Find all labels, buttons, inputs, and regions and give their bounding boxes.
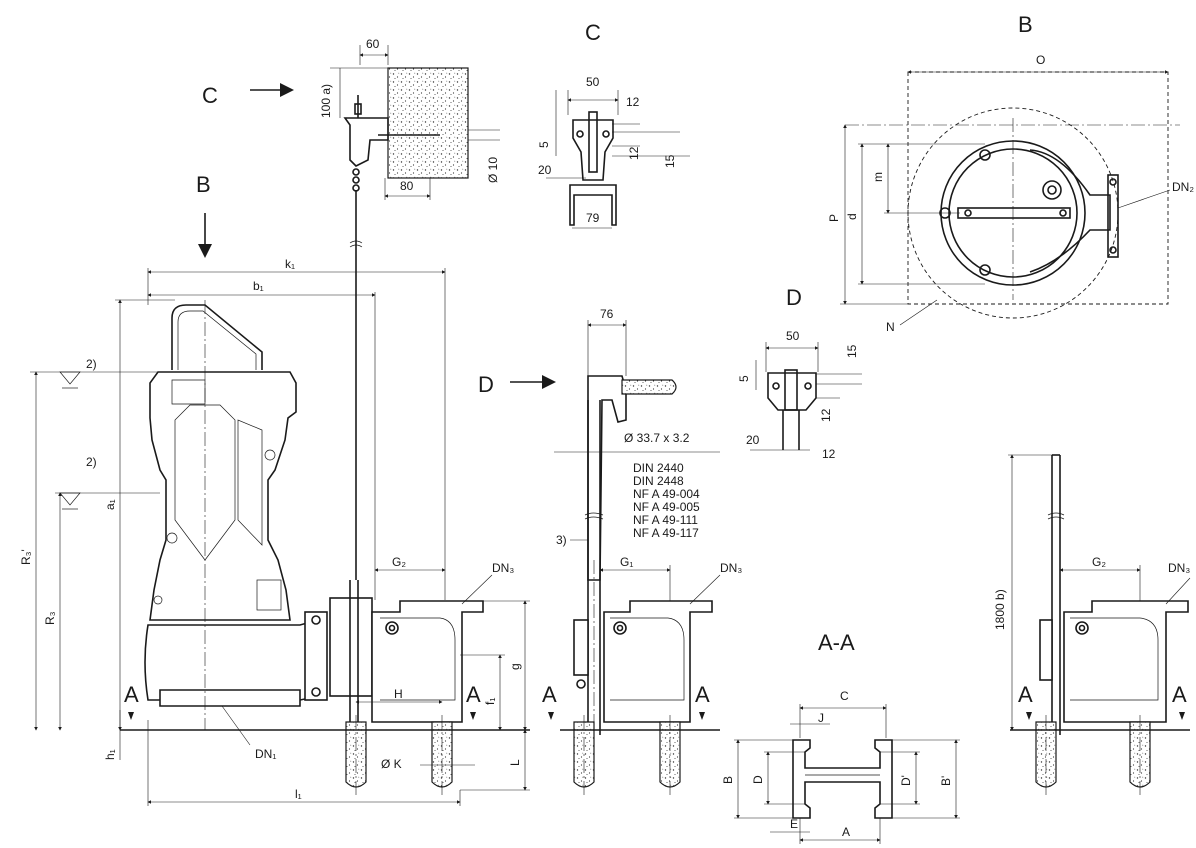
std-5: NF A 49-111 — [633, 513, 698, 527]
view-d-title: D — [786, 285, 802, 310]
dim-aa-Dprime: D' — [899, 775, 913, 786]
dim-pipe-diameter: Ø 33.7 x 3.2 — [624, 431, 690, 445]
dim-aa-B: B — [721, 776, 735, 784]
dim-d-15: 15 — [845, 344, 859, 358]
dim-aa-J: J — [818, 711, 824, 725]
detail-d-clip: D 50 15 5 20 12 12 — [737, 285, 862, 461]
dim-d-5: 5 — [737, 375, 751, 382]
view-c-title: C — [585, 20, 601, 45]
dim-aa-D: D — [751, 775, 765, 784]
dim-f1: f₁ — [483, 698, 497, 705]
dim-L: L — [508, 759, 522, 766]
dim-a1: a₁ — [103, 499, 117, 510]
dim-b-DN2: DN₂ — [1172, 180, 1194, 194]
dim-c-12b: 12 — [627, 146, 641, 160]
dim-h1: h₁ — [103, 749, 117, 760]
dim-d-50: 50 — [786, 329, 800, 343]
view-b-plan: B O P d m DN₂ N — [827, 12, 1194, 334]
dim-aa-Bprime: B' — [939, 776, 953, 786]
std-1: DIN 2440 — [633, 461, 684, 475]
note-2-lower: 2) — [86, 455, 97, 469]
dim-DN3a: DN₃ — [492, 561, 514, 575]
section-a-mid-left: A — [542, 682, 557, 707]
std-6: NF A 49-117 — [633, 526, 699, 540]
detail-c-clip: C 50 12 5 12 15 20 79 — [537, 20, 690, 229]
dim-d-20: 20 — [746, 433, 760, 447]
dim-b-m: m — [871, 172, 885, 182]
section-a-right: A — [466, 682, 481, 707]
note-3: 3) — [556, 533, 567, 547]
view-b-title: B — [1018, 12, 1033, 37]
std-3: NF A 49-004 — [633, 487, 700, 501]
dim-aa-C: C — [840, 689, 849, 703]
section-a-left: A — [124, 682, 139, 707]
dim-DN1: DN₁ — [255, 747, 276, 761]
dim-k1: k₁ — [285, 257, 295, 271]
section-aa: A-A C J B D D' B' E A — [721, 630, 960, 844]
dim-G2: G₂ — [392, 555, 406, 569]
dim-R3: R₃ — [43, 611, 57, 625]
dim-1800b: 1800 b) — [993, 589, 1007, 630]
view-d-arrow-label: D — [478, 372, 494, 397]
dim-dia-10: Ø 10 — [486, 157, 500, 183]
dim-R3p: R₃' — [19, 549, 33, 565]
dim-c-20: 20 — [538, 163, 552, 177]
view-d-elevation: D 76 Ø 33.7 x 3.2 DIN 2440 DIN 2448 — [478, 307, 742, 795]
dim-b1: b₁ — [253, 279, 264, 293]
dim-g: g — [508, 663, 522, 670]
right-elevation: 1800 b) G₂ DN₃ A A — [993, 454, 1190, 795]
pump-elevation: k₁ b₁ a₁ R₃' R₃ h₁ l₁ DN₁ G₂ DN₃ H Ø K f… — [19, 257, 530, 806]
dim-100a: 100 a) — [319, 84, 333, 118]
view-b-arrow-label: B — [196, 172, 211, 197]
dim-80: 80 — [400, 179, 414, 193]
dim-DN3b: DN₃ — [720, 561, 742, 575]
dim-dia-K: Ø K — [381, 757, 402, 771]
dim-60: 60 — [366, 37, 380, 51]
std-4: NF A 49-005 — [633, 500, 700, 514]
dim-b-d: d — [845, 213, 859, 220]
section-a-mid-right: A — [695, 682, 710, 707]
dim-b-P: P — [827, 214, 841, 222]
dim-d-12a: 12 — [819, 408, 833, 422]
view-c-arrow-label: C — [202, 83, 218, 108]
dim-H: H — [394, 687, 403, 701]
detail-c-wall-bracket: 60 100 a) Ø 10 80 — [319, 37, 500, 580]
dim-aa-A: A — [842, 825, 850, 839]
dim-c-5: 5 — [537, 141, 551, 148]
std-2: DIN 2448 — [633, 474, 684, 488]
section-a-right-right: A — [1172, 682, 1187, 707]
dim-aa-E: E — [790, 817, 798, 831]
dim-c-79: 79 — [586, 211, 600, 225]
dim-DN3c: DN₃ — [1168, 561, 1190, 575]
dim-c-50: 50 — [586, 75, 600, 89]
note-2-upper: 2) — [86, 357, 97, 371]
section-a-right-left: A — [1018, 682, 1033, 707]
dim-G2b: G₂ — [1092, 555, 1106, 569]
dim-d-76: 76 — [600, 307, 614, 321]
dim-d-12b: 12 — [822, 447, 836, 461]
dim-c-15: 15 — [663, 154, 677, 168]
dim-b-O: O — [1036, 53, 1045, 67]
dim-l1: l₁ — [295, 787, 302, 801]
dim-b-N: N — [886, 320, 895, 334]
dim-c-12a: 12 — [626, 95, 640, 109]
dim-G1: G₁ — [620, 555, 633, 569]
section-aa-title: A-A — [818, 630, 855, 655]
